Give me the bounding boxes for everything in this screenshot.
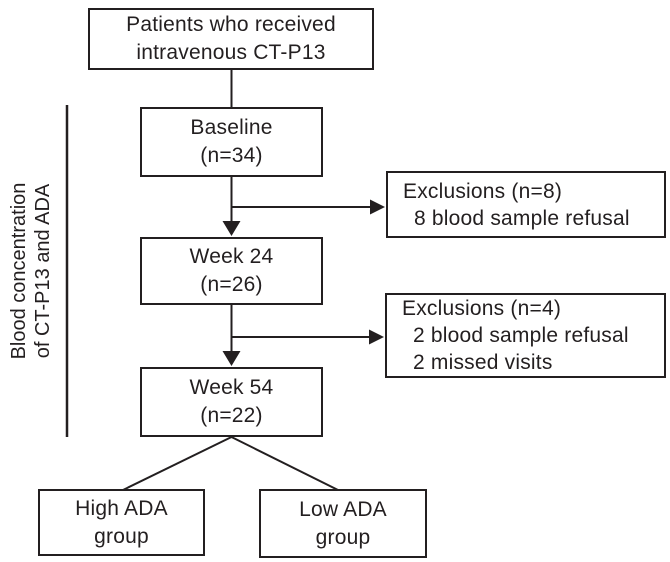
- node-exclusions-1: Exclusions (n=8) 8 blood sample refusal: [386, 171, 666, 238]
- node-patients-received: Patients who received intravenous CT-P13: [88, 8, 374, 70]
- node-high-ada-line2: group: [94, 524, 149, 548]
- arrowhead-right-exclusions1: [370, 199, 385, 215]
- node-exclusions-1-item: 8 blood sample refusal: [414, 206, 630, 230]
- arrowhead-down-week54: [222, 351, 241, 366]
- node-high-ada-line1: High ADA: [75, 496, 168, 520]
- node-low-ada-line2: group: [315, 525, 371, 549]
- arrowhead-down-week24: [222, 221, 241, 236]
- phase-label-line1: Blood concentration: [8, 182, 30, 360]
- phase-label: Blood concentration of CT-P13 and ADA: [7, 101, 55, 441]
- node-baseline-label: Baseline: [190, 116, 273, 139]
- node-week54-label: Week 54: [189, 376, 274, 399]
- node-high-ada-group: High ADA group: [38, 489, 205, 556]
- node-baseline: Baseline (n=34): [140, 107, 323, 177]
- node-exclusions-2-item1: 2 blood sample refusal: [413, 324, 629, 347]
- connector-week54-highada: [122, 436, 232, 491]
- node-exclusions-2: Exclusions (n=4) 2 blood sample refusal …: [385, 293, 666, 378]
- node-exclusions-2-title: Exclusions (n=4): [402, 297, 562, 320]
- node-low-ada-line1: Low ADA: [299, 497, 387, 521]
- node-patients-line2: intravenous CT-P13: [136, 41, 326, 64]
- arrowhead-right-exclusions2: [369, 329, 384, 345]
- node-week24-label: Week 24: [189, 245, 274, 268]
- node-patients-line1: Patients who received: [126, 13, 336, 36]
- node-exclusions-2-item2: 2 missed visits: [413, 351, 553, 374]
- node-exclusions-1-title: Exclusions (n=8): [403, 179, 563, 203]
- node-week54: Week 54 (n=22): [140, 367, 323, 437]
- connector-week54-lowada: [231, 436, 339, 491]
- node-low-ada-group: Low ADA group: [259, 489, 427, 558]
- node-week24-n: (n=26): [200, 273, 263, 296]
- node-baseline-n: (n=34): [200, 144, 263, 167]
- node-week54-n: (n=22): [200, 404, 263, 427]
- node-week24: Week 24 (n=26): [140, 237, 323, 305]
- phase-label-line2: of CT-P13 and ADA: [32, 183, 54, 359]
